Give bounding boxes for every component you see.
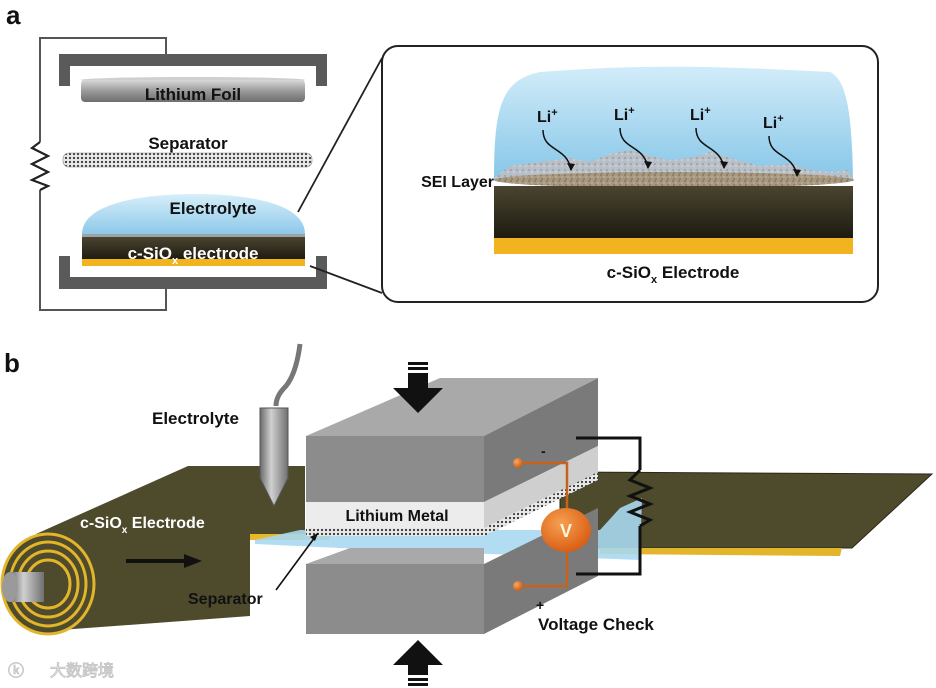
voltmeter-label: V	[560, 521, 572, 541]
inset-electrolyte	[494, 66, 853, 180]
press-arrow-up-icon	[393, 640, 443, 686]
li-ion-group: Li+ Li+ Li+ Li+	[537, 105, 801, 177]
electrolyte-nozzle	[259, 407, 289, 508]
inset-electrode	[494, 186, 853, 238]
electrode-label: c-SiOx electrode	[128, 244, 259, 267]
feed-direction-arrow-icon	[126, 554, 202, 568]
sei-layer-label: SEI Layer	[421, 174, 494, 191]
electrode-tape-left	[36, 466, 305, 540]
load-circuit-wire	[576, 436, 642, 576]
ion-arrowhead-icon	[720, 161, 728, 169]
plus-sign: +	[536, 597, 544, 613]
ion-arrowhead-icon	[567, 163, 575, 171]
electrolyte-droplet	[82, 194, 305, 234]
inset-sei-detail: SEI Layer Li+ Li+ Li+ Li+ c-SiOx Electrode	[381, 45, 879, 303]
inset-current-collector	[494, 238, 853, 254]
panel-b: b c-SiOx Electrode Electrolyte	[0, 343, 934, 686]
top-casing	[59, 54, 327, 86]
electrode-roll	[0, 532, 250, 636]
positive-terminal	[513, 581, 523, 591]
ion-arrowhead-icon	[793, 169, 801, 177]
c-siox-electrode	[82, 237, 305, 259]
zoom-line-bottom	[309, 265, 383, 294]
panel-b-letter: b	[4, 348, 20, 378]
upper-press-block	[306, 378, 598, 502]
current-collector	[82, 259, 305, 266]
li-ion-label: Li+	[690, 105, 711, 124]
separator-disk	[62, 152, 313, 168]
electrolyte-label: Electrolyte	[170, 199, 257, 218]
lithium-foil-label: Lithium Foil	[145, 85, 241, 104]
ion-arrowhead-icon	[644, 161, 652, 169]
electrode-top-surface	[82, 234, 305, 237]
li-ion-label: Li+	[763, 113, 784, 132]
zoom-line-top	[297, 57, 383, 213]
panel-a-letter: a	[6, 0, 21, 30]
resistor-icon	[29, 141, 51, 191]
nozzle-electrolyte-label: Electrolyte	[152, 409, 239, 428]
voltage-check-label: Voltage Check	[538, 615, 654, 634]
external-circuit-wire	[39, 37, 167, 311]
lithium-metal-layer	[306, 502, 484, 528]
li-ion-label: Li+	[537, 107, 558, 126]
press-separator-label: Separator	[188, 591, 263, 608]
voltmeter-leads	[518, 461, 569, 588]
lithium-foil	[81, 80, 305, 102]
li-ion-label: Li+	[614, 105, 635, 124]
separator-pointer	[275, 532, 319, 591]
separator-label: Separator	[148, 134, 228, 153]
lithium-metal-label: Lithium Metal	[345, 508, 448, 525]
sei-porous-top	[494, 150, 853, 178]
tape-right-collector-edge	[600, 548, 842, 556]
load-resistor-icon	[625, 468, 655, 528]
minus-sign: -	[541, 443, 546, 459]
sei-layer-band	[494, 172, 854, 188]
press-arrow-down-icon	[393, 362, 443, 413]
negative-terminal	[513, 458, 523, 468]
inset-electrode-label: c-SiOx Electrode	[607, 263, 740, 286]
roll-electrode-label: c-SiOx Electrode	[80, 515, 205, 536]
nozzle-tube	[273, 343, 303, 407]
voltmeter-icon	[541, 508, 591, 552]
panel-a: a Lithium Foil Separator Electrolyte c-S…	[6, 0, 879, 311]
bottom-casing	[59, 256, 327, 289]
lithium-metal-side	[484, 446, 598, 528]
press-separator	[306, 528, 484, 536]
